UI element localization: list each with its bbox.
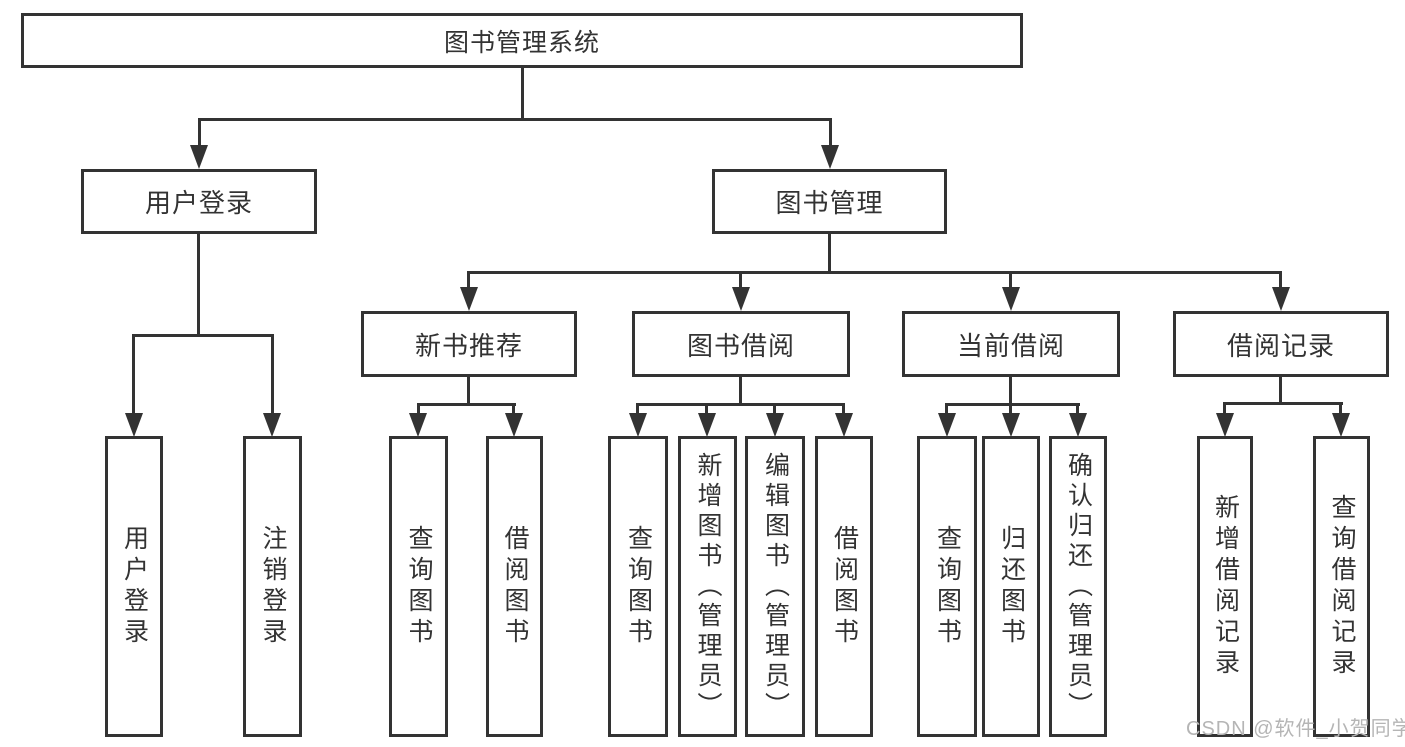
connector-bookmgmt-drop	[1279, 271, 1282, 291]
connector-userlogin-drop-left	[132, 334, 135, 419]
node-book-borrowing: 图书借阅	[632, 311, 850, 377]
arrow-down-icon	[821, 145, 839, 169]
connector-current-stem	[1009, 377, 1012, 406]
node-label: 用户登录	[120, 524, 149, 649]
connector-newbook-rail	[417, 403, 516, 406]
arrow-down-icon	[698, 413, 716, 437]
node-label: 新增借阅记录	[1211, 493, 1240, 680]
leaf-edit-book-admin: 编辑图书（管理员）	[745, 436, 805, 737]
connector-current-drop	[1009, 403, 1012, 417]
connector-userlogin-drop-right	[271, 334, 274, 419]
connector-current-rail	[945, 403, 1080, 406]
connector-records-stem	[1279, 377, 1282, 405]
connector-root-drop-left	[198, 118, 201, 150]
connector-borrowing-drop	[705, 403, 708, 417]
node-label: 借阅记录	[1226, 330, 1335, 361]
connector-current-drop	[945, 403, 948, 417]
node-label: 当前借阅	[956, 330, 1065, 361]
arrow-down-icon	[732, 287, 750, 311]
node-label: 图书借阅	[686, 330, 795, 361]
node-user-login: 用户登录	[81, 169, 317, 234]
arrow-down-icon	[1332, 413, 1350, 437]
node-current-borrowing: 当前借阅	[902, 311, 1120, 377]
leaf-query-books-current: 查询图书	[917, 436, 977, 737]
arrow-down-icon	[409, 413, 427, 437]
leaf-logout: 注销登录	[243, 436, 302, 737]
connector-records-rail	[1223, 402, 1343, 405]
connector-borrowing-stem	[739, 377, 742, 406]
csdn-watermark: CSDN @软件_小贺同学	[1186, 718, 1405, 740]
arrow-down-icon	[1002, 287, 1020, 311]
leaf-query-borrow-record: 查询借阅记录	[1313, 436, 1370, 737]
node-label: 图书管理	[775, 188, 884, 218]
arrow-down-icon	[190, 145, 208, 169]
connector-userlogin-stem	[197, 234, 200, 337]
node-label: 查询借阅记录	[1328, 493, 1356, 680]
connector-current-drop	[1076, 403, 1079, 417]
arrow-down-icon	[835, 413, 853, 437]
arrow-down-icon	[629, 413, 647, 437]
leaf-user-login: 用户登录	[105, 436, 163, 737]
node-new-book-recommendation: 新书推荐	[361, 311, 577, 377]
connector-records-drop	[1223, 402, 1226, 417]
node-label: 新书推荐	[414, 330, 523, 361]
connector-root-drop-right	[829, 118, 832, 150]
node-book-management: 图书管理	[712, 169, 947, 234]
leaf-borrow-books-recommendation: 借阅图书	[486, 436, 543, 737]
leaf-confirm-return-admin: 确认归还（管理员）	[1049, 436, 1107, 737]
connector-borrowing-drop	[773, 403, 776, 417]
arrow-down-icon	[263, 413, 281, 437]
arrow-down-icon	[505, 413, 523, 437]
connector-borrowing-drop	[636, 403, 639, 417]
node-label: 借阅图书	[501, 524, 529, 649]
node-label: 确认归还（管理员）	[1064, 451, 1093, 722]
arrow-down-icon	[1216, 413, 1234, 437]
leaf-query-books-borrowing: 查询图书	[608, 436, 668, 737]
connector-bookmgmt-drop	[1009, 271, 1012, 291]
node-label: 新增图书（管理员）	[694, 451, 722, 722]
connector-userlogin-rail	[132, 334, 274, 337]
connector-root-rail	[198, 118, 831, 121]
node-borrowing-records: 借阅记录	[1173, 311, 1389, 377]
node-label: 注销登录	[259, 524, 287, 649]
connector-bookmgmt-drop	[739, 271, 742, 291]
connector-bookmgmt-drop	[467, 271, 470, 291]
connector-root-stem	[521, 68, 524, 120]
leaf-borrow-books-borrowing: 借阅图书	[815, 436, 873, 737]
node-label: 图书管理系统	[443, 28, 600, 57]
node-label: 查询图书	[624, 524, 653, 649]
arrow-down-icon	[1069, 413, 1087, 437]
connector-newbook-drop	[512, 403, 515, 417]
leaf-add-borrow-record: 新增借阅记录	[1197, 436, 1253, 737]
leaf-add-book-admin: 新增图书（管理员）	[678, 436, 737, 737]
connector-newbook-drop	[417, 403, 420, 417]
leaf-return-books: 归还图书	[982, 436, 1040, 737]
connector-borrowing-drop	[842, 403, 845, 417]
node-label: 用户登录	[144, 188, 253, 218]
arrow-down-icon	[1002, 413, 1020, 437]
arrow-down-icon	[460, 287, 478, 311]
arrow-down-icon	[125, 413, 143, 437]
connector-borrowing-rail	[636, 403, 845, 406]
node-label: 编辑图书（管理员）	[761, 451, 790, 722]
node-library-management-system: 图书管理系统	[21, 13, 1023, 68]
node-label: 查询图书	[405, 524, 433, 649]
node-label: 归还图书	[997, 524, 1026, 649]
connector-newbook-stem	[467, 377, 470, 406]
node-label: 查询图书	[933, 524, 962, 649]
connector-bookmgmt-rail	[467, 271, 1282, 274]
arrow-down-icon	[938, 413, 956, 437]
arrow-down-icon	[766, 413, 784, 437]
leaf-query-books-recommendation: 查询图书	[389, 436, 448, 737]
connector-bookmgmt-stem	[828, 234, 831, 274]
node-label: 借阅图书	[830, 524, 859, 649]
connector-records-drop	[1339, 402, 1342, 417]
arrow-down-icon	[1272, 287, 1290, 311]
